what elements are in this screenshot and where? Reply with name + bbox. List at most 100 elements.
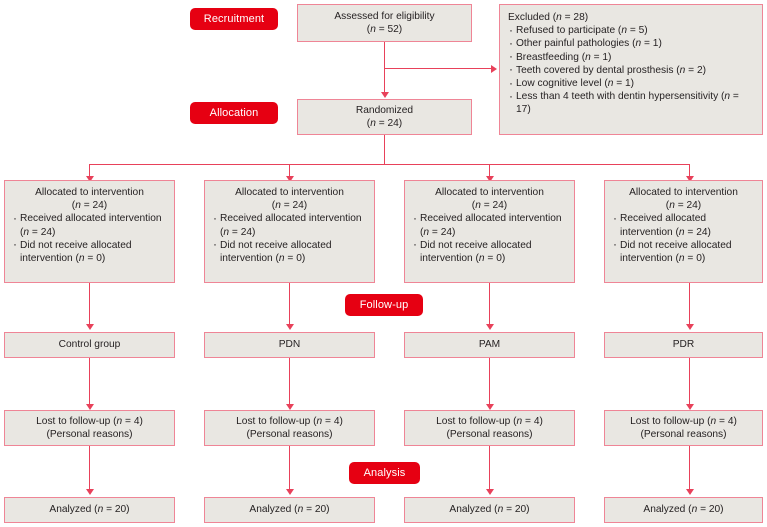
arrow-down-icon: [485, 489, 494, 495]
arrow-down-icon: [380, 92, 389, 98]
allocation-box-pam: Allocated to intervention (n = 24) Recei…: [404, 180, 575, 283]
connector-lost-to-analyzed-pdr: [689, 446, 691, 493]
connector-lost-to-analyzed-pam: [489, 446, 491, 493]
connector-alloc-to-group-pdn: [289, 283, 291, 325]
assessed-line-1: Assessed for eligibility: [334, 10, 435, 22]
arrow-down-icon: [685, 324, 694, 330]
group-label: PDR: [672, 339, 695, 351]
group-label: Control group: [58, 339, 121, 351]
list-item: Received allocated intervention (n = 24): [412, 212, 567, 238]
connector-assessed-to-excluded: [384, 68, 491, 70]
connector-alloc-to-group-control: [89, 283, 91, 325]
arrow-down-icon: [85, 404, 94, 410]
list-item: Less than 4 teeth with dentin hypersensi…: [508, 90, 754, 116]
group-box-pdn: PDN: [204, 332, 375, 358]
list-item: Teeth covered by dental prosthesis (n = …: [508, 63, 754, 77]
assessed-line-2: (n = 52): [366, 24, 403, 35]
assessed-for-eligibility-box: Assessed for eligibility (n = 52): [297, 4, 472, 42]
analyzed-box-control: Analyzed (n = 20): [4, 497, 175, 523]
list-item: Received allocated intervention (n = 24): [612, 212, 755, 238]
analyzed-label: Analyzed (n = 20): [449, 504, 530, 516]
connector-lost-to-analyzed-pdn: [289, 446, 291, 493]
lost-line-2: (Personal reasons): [246, 429, 333, 440]
stage-pill-recruitment-label: Recruitment: [203, 13, 265, 25]
allocation-box-pdr: Allocated to intervention (n = 24) Recei…: [604, 180, 763, 283]
analyzed-label: Analyzed (n = 20): [49, 504, 130, 516]
connector-drop-pdr: [689, 164, 691, 177]
group-box-pdr: PDR: [604, 332, 763, 358]
lost-line-1: Lost to follow-up (n = 4): [36, 415, 143, 427]
group-label: PAM: [478, 339, 501, 351]
list-item: Received allocated intervention (n = 24): [212, 212, 367, 238]
allocation-line-2: (n = 24): [665, 200, 702, 212]
arrow-down-icon: [685, 176, 694, 182]
group-box-pam: PAM: [404, 332, 575, 358]
lost-line-1: Lost to follow-up (n = 4): [436, 415, 543, 427]
excluded-reason-list: Refused to participate (n = 5) Other pai…: [508, 24, 754, 116]
arrow-down-icon: [485, 176, 494, 182]
list-item: Low cognitive level (n = 1): [508, 77, 754, 90]
stage-pill-followup-label: Follow-up: [359, 299, 409, 311]
lost-line-1: Lost to follow-up (n = 4): [236, 415, 343, 427]
list-item: Did not receive allocated intervention (…: [612, 238, 755, 265]
stage-pill-analysis-label: Analysis: [363, 467, 406, 479]
arrow-down-icon: [485, 324, 494, 330]
allocation-box-pdn: Allocated to intervention (n = 24) Recei…: [204, 180, 375, 283]
allocation-bullet-list: Received allocated intervention (n = 24)…: [612, 212, 755, 265]
arrow-down-icon: [85, 324, 94, 330]
arrow-down-icon: [85, 176, 94, 182]
lost-line-2: (Personal reasons): [640, 429, 727, 440]
connector-assessed-to-randomized: [384, 42, 386, 93]
lost-to-followup-box-control: Lost to follow-up (n = 4) (Personal reas…: [4, 410, 175, 446]
stage-pill-allocation-label: Allocation: [209, 107, 259, 119]
list-item: Did not receive allocated intervention (…: [212, 238, 367, 265]
arrow-down-icon: [685, 489, 694, 495]
list-item: Received allocated intervention (n = 24): [12, 212, 167, 238]
list-item: Did not receive allocated intervention (…: [412, 238, 567, 265]
connector-randomized-stem: [384, 135, 386, 165]
allocation-bullet-list: Received allocated intervention (n = 24)…: [212, 212, 367, 265]
arrow-down-icon: [285, 324, 294, 330]
stage-pill-analysis: Analysis: [349, 462, 420, 484]
connector-group-to-lost-pdr: [689, 358, 691, 408]
arrow-down-icon: [285, 176, 294, 182]
connector-group-to-lost-pam: [489, 358, 491, 408]
arrow-down-icon: [685, 404, 694, 410]
group-box-control: Control group: [4, 332, 175, 358]
stage-pill-followup: Follow-up: [345, 294, 423, 316]
connector-alloc-to-group-pam: [489, 283, 491, 325]
analyzed-box-pam: Analyzed (n = 20): [404, 497, 575, 523]
allocation-line-2: (n = 24): [471, 200, 508, 212]
analyzed-box-pdr: Analyzed (n = 20): [604, 497, 763, 523]
arrow-down-icon: [85, 489, 94, 495]
lost-to-followup-box-pdn: Lost to follow-up (n = 4) (Personal reas…: [204, 410, 375, 446]
stage-pill-allocation: Allocation: [190, 102, 278, 124]
arrow-down-icon: [285, 489, 294, 495]
arrow-down-icon: [485, 404, 494, 410]
connector-drop-pdn: [289, 164, 291, 177]
randomized-box: Randomized (n = 24): [297, 99, 472, 135]
allocation-line-1: Allocated to intervention: [435, 187, 544, 198]
allocation-line-2: (n = 24): [71, 200, 108, 212]
connector-drop-control: [89, 164, 91, 177]
group-label: PDN: [278, 339, 301, 351]
stage-pill-recruitment: Recruitment: [190, 8, 278, 30]
excluded-box: Excluded (n = 28) Refused to participate…: [499, 4, 763, 135]
connector-lost-to-analyzed-control: [89, 446, 91, 493]
allocation-line-1: Allocated to intervention: [35, 187, 144, 198]
lost-line-1: Lost to follow-up (n = 4): [630, 415, 737, 427]
analyzed-label: Analyzed (n = 20): [249, 504, 330, 516]
list-item: Refused to participate (n = 5): [508, 24, 754, 37]
list-item: Other painful pathologies (n = 1): [508, 37, 754, 50]
lost-to-followup-box-pdr: Lost to follow-up (n = 4) (Personal reas…: [604, 410, 763, 446]
connector-group-to-lost-pdn: [289, 358, 291, 408]
arrow-right-icon: [491, 64, 497, 73]
lost-line-2: (Personal reasons): [446, 429, 533, 440]
randomized-line-1: Randomized: [355, 104, 414, 116]
analyzed-label: Analyzed (n = 20): [643, 504, 724, 516]
excluded-heading: Excluded (n = 28): [508, 12, 589, 23]
connector-allocation-spread: [89, 164, 689, 166]
allocation-line-1: Allocated to intervention: [235, 187, 344, 198]
allocation-line-1: Allocated to intervention: [629, 187, 738, 198]
analyzed-box-pdn: Analyzed (n = 20): [204, 497, 375, 523]
